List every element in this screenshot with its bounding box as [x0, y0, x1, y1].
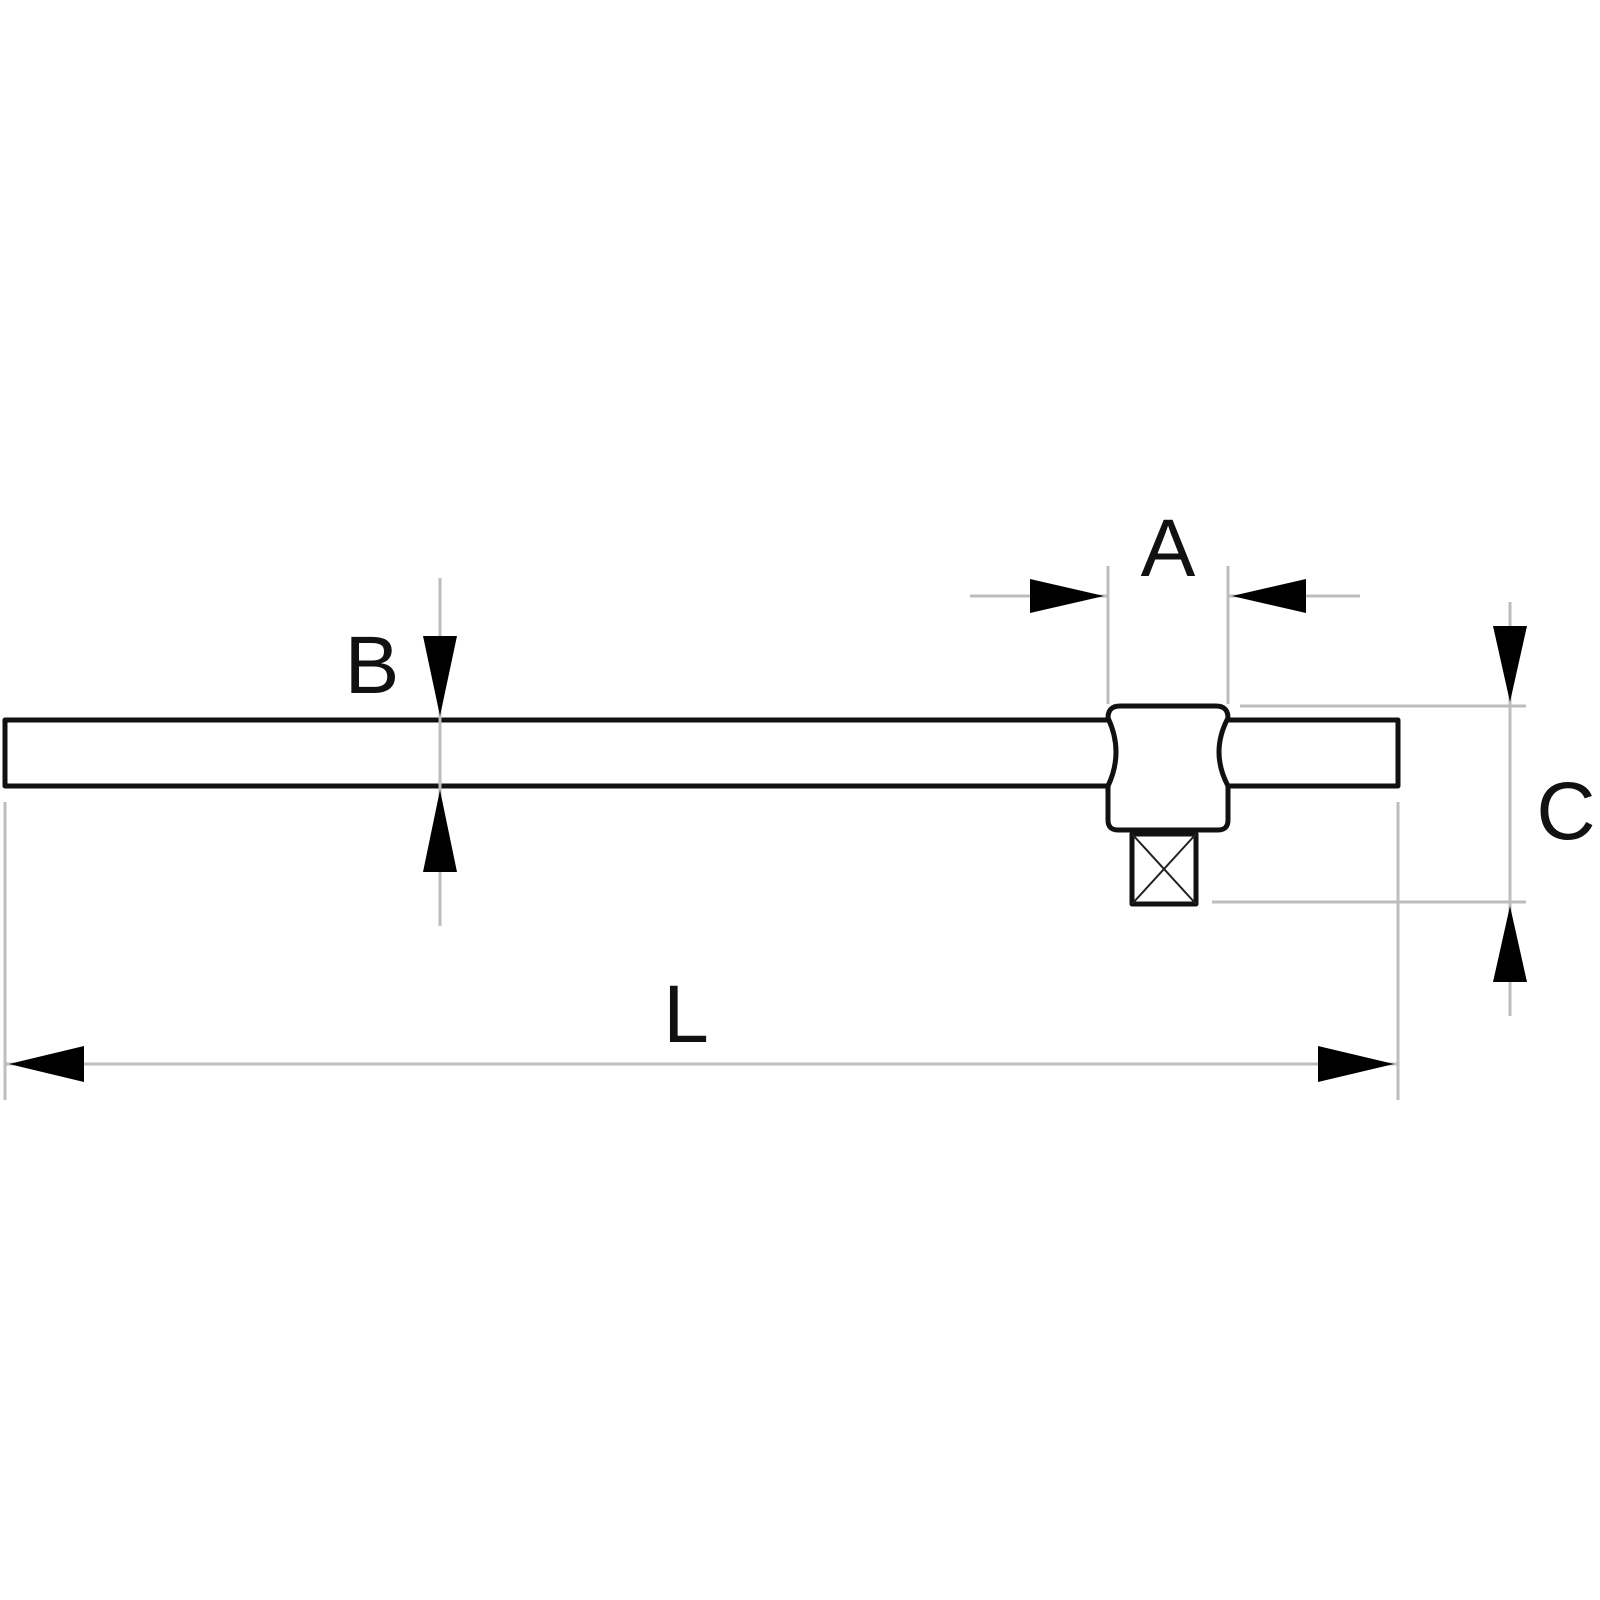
- bar-left-section: [2, 717, 1111, 789]
- dimension-a-arrow-left: [1232, 579, 1306, 613]
- dimension-b: B: [345, 578, 457, 926]
- square-drive: [1129, 831, 1199, 907]
- square-drive-cross-2: [1131, 833, 1197, 905]
- t-handle-bar: [2, 703, 1401, 907]
- dimension-c-arrow-down: [1493, 626, 1527, 702]
- dimension-b-label: B: [345, 620, 400, 711]
- dimension-c-arrow-up: [1493, 906, 1527, 982]
- dimension-l-arrow-left: [9, 1046, 84, 1082]
- dimension-b-arrow-down: [423, 636, 457, 716]
- dimension-c-label: C: [1536, 766, 1595, 857]
- dimension-b-arrow-up: [423, 790, 457, 872]
- square-drive-body: [1129, 831, 1199, 907]
- sliding-sleeve: [1105, 703, 1231, 833]
- dimension-c: C: [1212, 602, 1596, 1016]
- dimension-a-label: A: [1141, 503, 1196, 594]
- dimension-a-arrow-right: [1030, 579, 1104, 613]
- dimension-a: A: [970, 503, 1360, 704]
- dimension-l: L: [3, 802, 1400, 1100]
- dimension-l-arrow-right: [1318, 1046, 1394, 1082]
- dimension-l-label: L: [663, 969, 709, 1060]
- bar-right-section: [1225, 717, 1401, 789]
